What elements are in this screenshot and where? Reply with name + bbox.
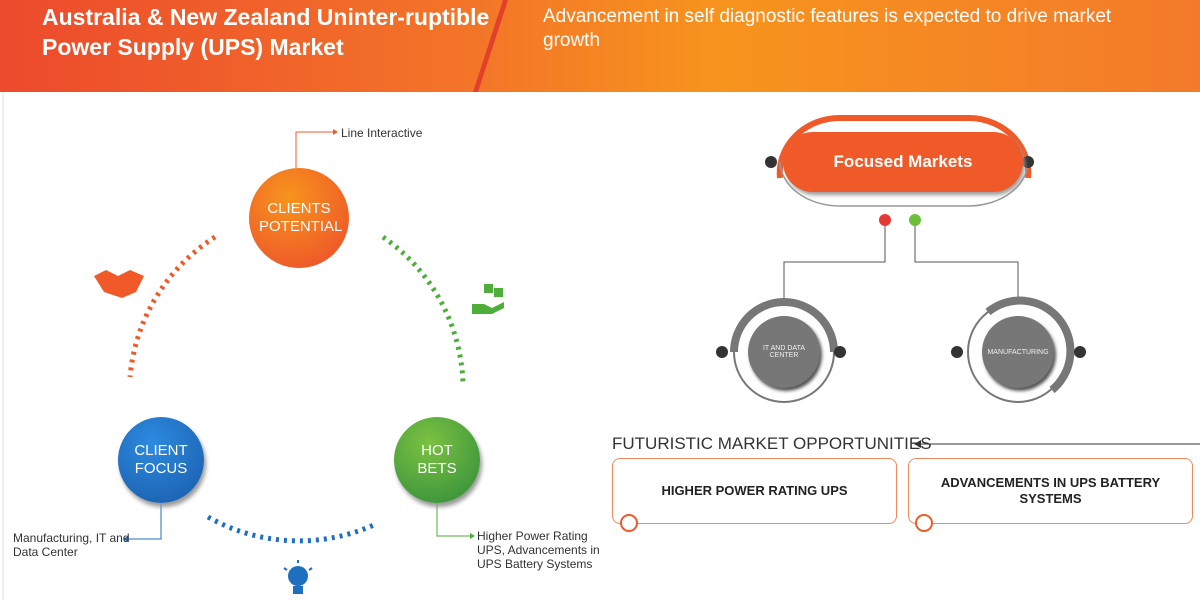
hot-bets-circle: HOT BETS: [394, 417, 480, 503]
hot-bets-note: Higher Power Rating UPS, Advancements in…: [477, 529, 600, 571]
focused-markets-pill: Focused Markets: [783, 132, 1023, 192]
futuristic-title: FUTURISTIC MARKET OPPORTUNITIES: [612, 434, 932, 453]
cycle-connectors: [2, 92, 475, 600]
hand-dice-icon: [472, 284, 504, 314]
page-subtitle: Advancement in self diagnostic features …: [543, 6, 1112, 51]
clients-potential-circle: CLIENTS POTENTIAL: [249, 168, 349, 268]
handshake-icon: [94, 270, 144, 298]
futuristic-arrow: [914, 440, 1200, 448]
market-it-data-center: IT AND DATA CENTER: [748, 316, 820, 388]
divider-slash: [473, 0, 508, 92]
client-focus-note: Manufacturing, IT and Data Center: [13, 531, 130, 559]
clients-potential-note: Line Interactive: [341, 126, 423, 140]
opportunity-box: ADVANCEMENTS IN UPS BATTERY SYSTEMS: [908, 458, 1193, 524]
bullet-circle-icon: [620, 514, 638, 532]
header-banner: Australia & New Zealand Uninter-ruptible…: [0, 0, 1200, 92]
page-title: Australia & New Zealand Uninter-ruptible…: [42, 4, 490, 60]
bullet-circle-icon: [915, 514, 933, 532]
client-focus-circle: CLIENT FOCUS: [118, 417, 204, 503]
lightbulb-icon: [283, 560, 313, 594]
market-manufacturing: MANUFACTURING: [982, 316, 1054, 388]
opportunity-box: HIGHER POWER RATING UPS: [612, 458, 897, 524]
